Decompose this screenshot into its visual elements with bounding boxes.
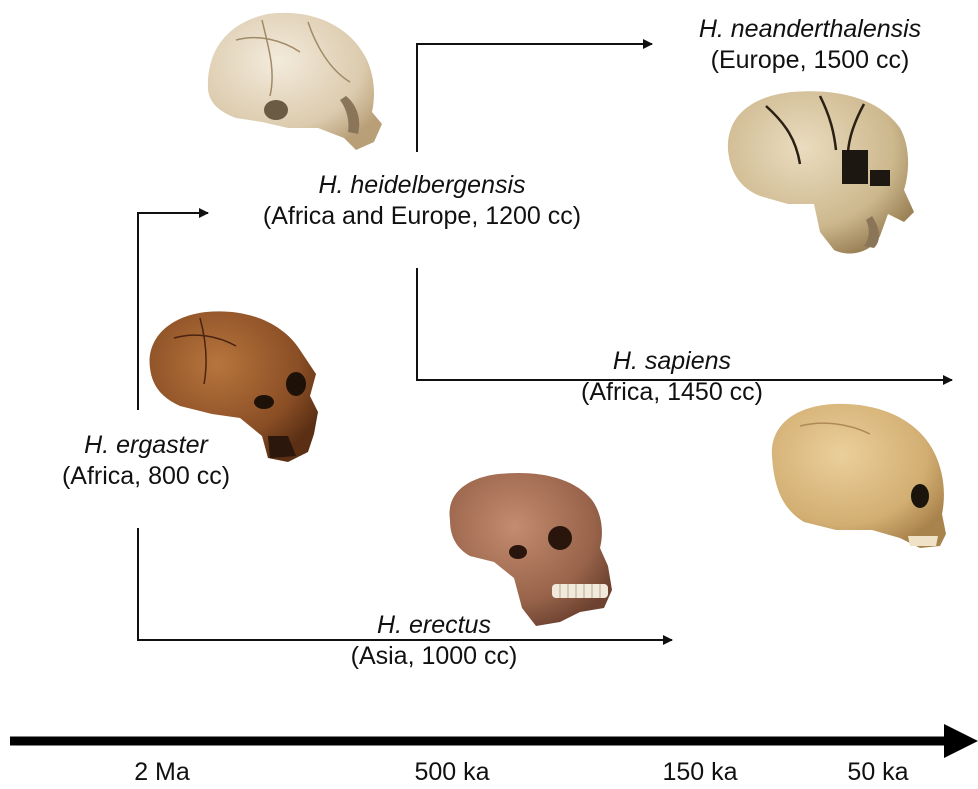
heidelbergensis-skull-image: [208, 13, 382, 150]
sapiens-skull-image: [772, 404, 946, 548]
erectus-skull-image: [449, 473, 612, 626]
neanderthalensis-skull-image: [728, 91, 914, 253]
timeline-tick-2ma: 2 Ma: [134, 757, 190, 787]
timeline-tick-150ka: 150 ka: [662, 757, 737, 787]
heidelbergensis-name: H. heidelbergensis: [263, 170, 581, 201]
sapiens-detail: (Africa, 1450 cc): [581, 377, 763, 408]
ergaster-name: H. ergaster: [62, 430, 230, 461]
time-axis: [10, 724, 978, 758]
neanderthalensis-detail: (Europe, 1500 cc): [699, 45, 921, 76]
erectus-label: H. erectus (Asia, 1000 cc): [351, 610, 518, 672]
ergaster-detail: (Africa, 800 cc): [62, 461, 230, 492]
heidelbergensis-label: H. heidelbergensis (Africa and Europe, 1…: [263, 170, 581, 232]
sapiens-label: H. sapiens (Africa, 1450 cc): [581, 346, 763, 408]
timeline-tick-500ka: 500 ka: [414, 757, 489, 787]
neanderthalensis-label: H. neanderthalensis (Europe, 1500 cc): [699, 14, 921, 76]
timeline-tick-50ka: 50 ka: [847, 757, 908, 787]
heidelbergensis-detail: (Africa and Europe, 1200 cc): [263, 201, 581, 232]
neanderthalensis-name: H. neanderthalensis: [699, 14, 921, 45]
time-axis-arrowhead: [944, 724, 978, 758]
branch-heidelbergensis-to-neanderthalensis: [417, 44, 652, 152]
ergaster-label: H. ergaster (Africa, 800 cc): [62, 430, 230, 492]
erectus-name: H. erectus: [351, 610, 518, 641]
erectus-detail: (Asia, 1000 cc): [351, 641, 518, 672]
sapiens-name: H. sapiens: [581, 346, 763, 377]
